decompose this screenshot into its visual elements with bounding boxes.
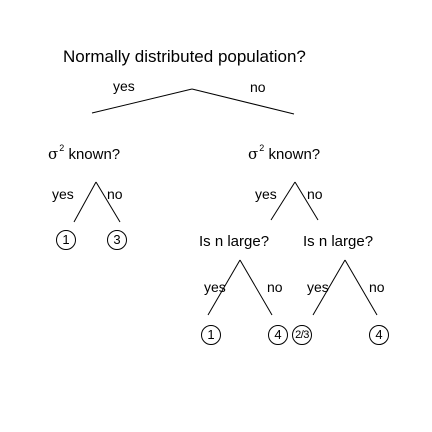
edge-left-yes [73, 181, 97, 223]
leaf-case-2-3: 2/3 [292, 325, 312, 345]
nlarge-left-no-label: no [267, 279, 283, 295]
edge-root-no [191, 88, 295, 115]
left-no-label: no [107, 186, 123, 202]
edge-nlarge-right-no [344, 259, 378, 316]
nlarge-left-question: Is n large? [199, 233, 270, 250]
edge-nlarge-right-yes [312, 259, 346, 316]
root-yes-label: yes [113, 78, 135, 94]
leaf-case-3: 3 [107, 230, 127, 250]
left-sigma-question: σ2 known? [48, 143, 121, 163]
edge-right-yes [270, 181, 296, 221]
edge-nlarge-left-no [239, 259, 273, 316]
leaf-case-4-right: 4 [369, 325, 389, 345]
left-yes-label: yes [52, 186, 74, 202]
leaf-case-1-left: 1 [56, 230, 76, 250]
right-yes-label: yes [255, 186, 277, 202]
right-no-label: no [307, 186, 323, 202]
nlarge-right-no-label: no [369, 279, 385, 295]
edge-nlarge-left-yes [207, 259, 241, 316]
sigma-symbol: σ [48, 145, 59, 163]
edge-root-yes [91, 88, 193, 114]
leaf-case-4-left: 4 [268, 325, 288, 345]
nlarge-right-question: Is n large? [303, 233, 374, 250]
known-text: known? [268, 146, 321, 163]
root-question: Normally distributed population? [63, 47, 306, 66]
edge-left-no [95, 181, 121, 223]
edge-right-no [294, 181, 319, 221]
known-text: known? [68, 146, 121, 163]
root-no-label: no [250, 79, 266, 95]
sigma-squared-sup: 2 [259, 143, 265, 153]
sigma-squared-sup: 2 [59, 143, 65, 153]
right-sigma-question: σ2 known? [248, 143, 321, 163]
nlarge-right-yes-label: yes [307, 279, 329, 295]
sigma-symbol: σ [248, 145, 259, 163]
leaf-case-1-right: 1 [201, 325, 221, 345]
nlarge-left-yes-label: yes [204, 279, 226, 295]
